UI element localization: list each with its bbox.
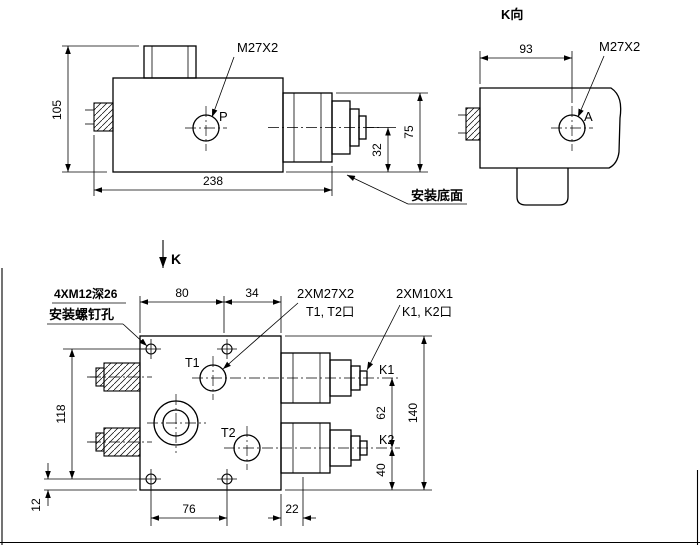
plan-view: K [29, 240, 453, 526]
mounting-hole [217, 469, 237, 489]
k-ports-note-line2: K1, K2口 [402, 305, 452, 319]
t-ports-note: 2XM27X2 T1, T2口 [222, 286, 354, 370]
port-p-label: P [219, 109, 228, 124]
dim-75-text: 75 [402, 125, 416, 139]
port-t2-label: T2 [221, 426, 236, 440]
fitting-k1: K1 [280, 352, 394, 404]
t-ports-note-line1: 2XM27X2 [297, 286, 354, 301]
k-view-title: K向 [501, 7, 523, 22]
dim-140-text: 140 [406, 403, 420, 423]
center-bore [147, 394, 206, 453]
dim-140: 140 [285, 335, 432, 490]
k-view-body [479, 87, 622, 206]
dim-118-text: 118 [54, 404, 68, 423]
dim-22-text: 22 [285, 502, 299, 516]
thread-callout-a: M27X2 [577, 39, 640, 118]
port-t2: T2 [221, 426, 261, 470]
side-view: P M27X2 105 238 32 75 [50, 40, 467, 205]
mounting-surface-note: 安装底面 [346, 174, 467, 205]
plan-left-boss-1 [87, 362, 152, 392]
left-boss [85, 102, 114, 132]
port-t1: T1 [185, 356, 227, 400]
k-direction-arrow: K [159, 240, 181, 268]
dim-105: 105 [50, 45, 139, 173]
port-t1-label: T1 [185, 356, 200, 370]
dim-105-text: 105 [50, 100, 64, 120]
t-ports-note-line2: T1, T2口 [306, 305, 354, 319]
sheet-frame [0, 268, 700, 545]
k-view: K向 A 93 M27X2 [458, 7, 640, 206]
dim-238-text: 238 [203, 174, 223, 188]
dim-118: 118 [54, 348, 145, 479]
dim-75: 75 [286, 92, 428, 173]
k-direction-label: K [171, 251, 181, 267]
port-k1-label: K1 [379, 363, 394, 377]
dim-40: 40 [285, 448, 432, 491]
side-fitting [268, 92, 380, 163]
thread-callout-p-label: M27X2 [237, 40, 278, 55]
dim-238: 238 [93, 135, 333, 196]
dim-40-text: 40 [374, 463, 388, 477]
k-view-left-boss [458, 107, 481, 141]
dim-80-text: 80 [175, 286, 189, 300]
dim-62: 62 [374, 378, 395, 448]
dim-76-text: 76 [182, 502, 196, 516]
top-plug [143, 45, 197, 79]
dim-93-text: 93 [519, 42, 533, 56]
port-p: P [185, 106, 228, 151]
plan-left-boss-2 [87, 427, 152, 457]
mounting-holes [141, 339, 237, 489]
screw-hole-note: 4XM12深26 安装螺钉孔 [47, 286, 148, 347]
thread-callout-p: M27X2 [211, 40, 278, 118]
thread-callout-a-label: M27X2 [599, 39, 640, 54]
dim-12: 12 [29, 463, 145, 512]
dim-80: 80 [139, 286, 225, 333]
k-ports-note: 2XM10X1 K1, K2口 [366, 286, 453, 371]
port-a: A [551, 106, 593, 151]
dim-34: 34 [224, 286, 282, 333]
screw-hole-note-line1: 4XM12深26 [54, 286, 118, 301]
plan-body-outline [139, 335, 282, 491]
valve-body-outline [112, 77, 284, 173]
k-ports-note-line1: 2XM10X1 [396, 286, 453, 301]
dim-34-text: 34 [245, 286, 259, 300]
dim-32-text: 32 [370, 143, 384, 157]
port-a-label: A [584, 109, 593, 124]
screw-hole-note-line2: 安装螺钉孔 [49, 307, 114, 322]
mounting-surface-note-text: 安装底面 [411, 188, 463, 203]
fitting-k2: K2 [280, 422, 394, 474]
dim-93: 93 [479, 42, 573, 103]
dim-62-text: 62 [374, 406, 388, 420]
mounting-hole [217, 339, 237, 359]
dim-32: 32 [366, 127, 396, 172]
dim-76: 76 [150, 486, 228, 526]
dim-22: 22 [268, 477, 316, 526]
dim-12-text: 12 [29, 498, 43, 512]
